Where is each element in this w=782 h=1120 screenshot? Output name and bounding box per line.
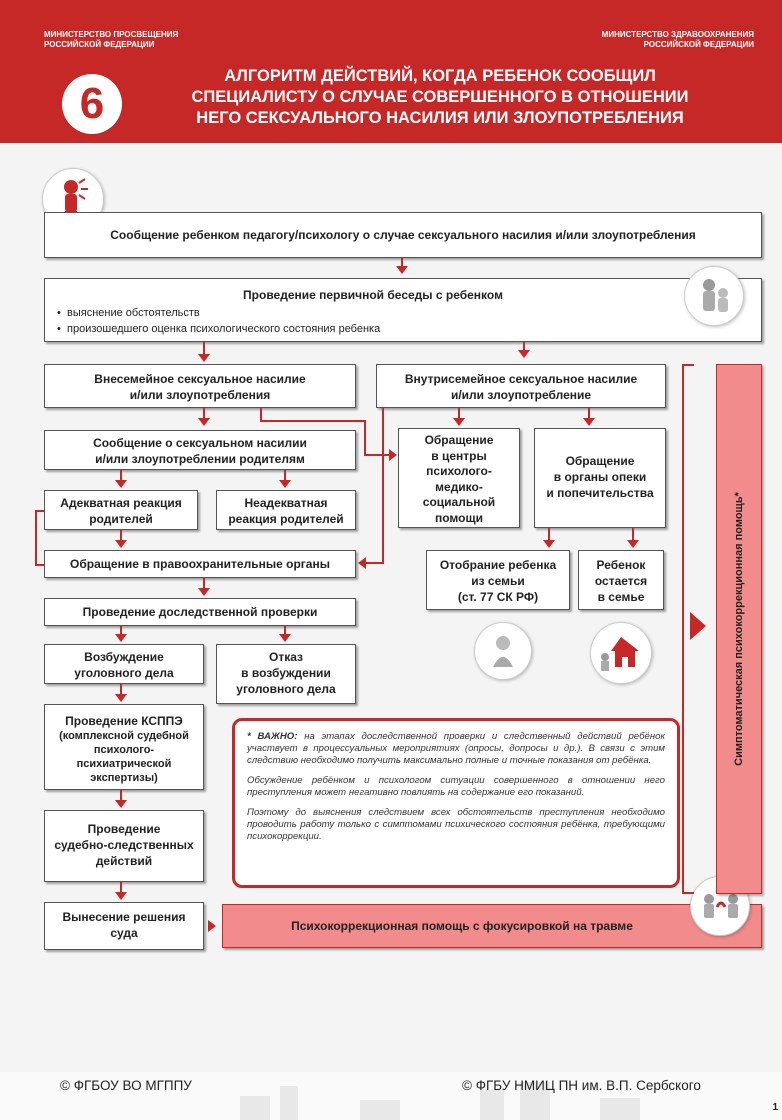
pre-investigation-box: Проведение доследственной проверки bbox=[44, 598, 356, 626]
adult-child-conversation-icon bbox=[684, 266, 744, 326]
investigative-actions-line: судебно-следственных bbox=[54, 838, 194, 852]
ministry-health-label: МИНИСТЕРСТВО ЗДРАВООХРАНЕНИЯ РОССИЙСКОЙ … bbox=[601, 30, 754, 49]
parents-report-line: Сообщение о сексуальном насилии bbox=[93, 436, 307, 450]
guardianship-line: и попечительства bbox=[546, 486, 654, 500]
case-refusal-line: Отказ bbox=[268, 650, 303, 664]
parents-report-box: Сообщение о сексуальном насилии и/или зл… bbox=[44, 430, 356, 470]
adequate-reaction-line: родителей bbox=[89, 512, 153, 526]
psych-center-line: Обращение bbox=[424, 433, 494, 447]
page-title: АЛГОРИТМ ДЕЙСТВИЙ, КОГДА РЕБЕНОК СООБЩИЛ… bbox=[140, 66, 740, 129]
trauma-focused-help-box: Психокоррекционная помощь с фокусировкой… bbox=[222, 904, 762, 948]
psych-center-line: помощи bbox=[435, 510, 483, 525]
court-verdict-box: Вынесение решения суда bbox=[44, 902, 204, 950]
interview-bullet-list: выяснение обстоятельств произошедшего оц… bbox=[55, 305, 751, 337]
note-paragraph-1: * ВАЖНО: на этапах доследственной провер… bbox=[247, 731, 665, 767]
extrafamilial-line: и/или злоупотребления bbox=[129, 388, 271, 402]
pre-investigation-text: Проведение доследственной проверки bbox=[82, 605, 318, 619]
investigative-actions-box: Проведение судебно-следственных действий bbox=[44, 810, 204, 882]
ministry-education-label: МИНИСТЕРСТВО ПРОСВЕЩЕНИЯ РОССИЙСКОЙ ФЕДЕ… bbox=[44, 30, 179, 49]
criminal-case-box: Возбуждение уголовного дела bbox=[44, 644, 204, 684]
title-line-2: СПЕЦИАЛИСТУ О СЛУЧАЕ СОВЕРШЕННОГО В ОТНО… bbox=[191, 88, 689, 106]
inadequate-reaction-box: Неадекватная реакция родителей bbox=[216, 490, 356, 530]
forensic-expertise-box: Проведение КСППЭ (комплексной судебной п… bbox=[44, 704, 204, 790]
note-paragraph-3: Поэтому до выяснения следствием всех обс… bbox=[247, 807, 665, 842]
note-paragraph-1-text: на этапах доследственной проверки и след… bbox=[247, 731, 665, 766]
law-enforcement-box: Обращение в правоохранительные органы bbox=[44, 550, 356, 578]
law-enforcement-text: Обращение в правоохранительные органы bbox=[70, 557, 330, 571]
case-refusal-box: Отказ в возбуждении уголовного дела bbox=[216, 644, 356, 704]
inadequate-reaction-line: Неадекватная bbox=[244, 496, 328, 510]
case-refusal-line: в возбуждении bbox=[241, 666, 331, 680]
investigative-actions-line: Проведение bbox=[87, 822, 161, 836]
guardianship-line: Обращение bbox=[565, 454, 635, 468]
child-removal-box: Отобрание ребенка из семьи (ст. 77 СК РФ… bbox=[426, 550, 570, 610]
psych-center-line: медико- bbox=[435, 479, 483, 494]
sad-child-icon bbox=[474, 622, 532, 680]
page-number: 1 bbox=[772, 1102, 778, 1113]
court-verdict-line: суда bbox=[110, 926, 138, 940]
note-important-label: * ВАЖНО: bbox=[247, 731, 298, 742]
extrafamilial-abuse-box: Внесемейное сексуальное насилие и/или зл… bbox=[44, 364, 356, 408]
title-line-3: НЕГО СЕКСУАЛЬНОГО НАСИЛИЯ ИЛИ ЗЛОУПОТРЕБ… bbox=[196, 109, 684, 127]
psych-center-box: Обращение в центры психолого- медико- со… bbox=[398, 428, 520, 528]
forensic-expertise-line: (комплексной судебной bbox=[59, 730, 189, 742]
child-stays-line: Ребенок bbox=[596, 558, 646, 572]
adequate-reaction-box: Адекватная реакция родителей bbox=[44, 490, 198, 530]
footer bbox=[0, 1072, 782, 1120]
case-refusal-line: уголовного дела bbox=[236, 682, 336, 696]
guardianship-box: Обращение в органы опеки и попечительств… bbox=[534, 428, 666, 528]
child-stays-box: Ребенок остается в семье bbox=[578, 550, 664, 610]
forensic-expertise-line: Проведение КСППЭ bbox=[65, 714, 183, 728]
forensic-expertise-line: психолого-психиатрической bbox=[76, 744, 172, 770]
forensic-expertise-line: экспертизы) bbox=[90, 772, 158, 784]
inadequate-reaction-line: реакция родителей bbox=[228, 512, 344, 526]
interview-bullet-item: выяснение обстоятельств bbox=[55, 305, 751, 321]
primary-interview-title: Проведение первичной беседы с ребенком bbox=[243, 288, 503, 302]
symptomatic-help-text: Симптоматическая психокоррекционная помо… bbox=[733, 492, 745, 766]
note-paragraph-2: Обсуждение ребёнком и психологом ситуаци… bbox=[247, 775, 665, 798]
step-number-badge: 6 bbox=[62, 74, 122, 134]
criminal-case-line: уголовного дела bbox=[74, 666, 174, 680]
child-removal-line: из семьи bbox=[471, 574, 525, 588]
title-line-1: АЛГОРИТМ ДЕЙСТВИЙ, КОГДА РЕБЕНОК СООБЩИЛ bbox=[224, 67, 656, 85]
investigative-actions-line: действий bbox=[95, 854, 153, 868]
intrafamilial-line: Внутрисемейное сексуальное насилие bbox=[404, 372, 638, 386]
parents-report-line: и/или злоупотреблении родителям bbox=[95, 452, 305, 466]
adequate-reaction-line: Адекватная реакция bbox=[60, 496, 182, 510]
child-report-text: Сообщение ребенком педагогу/психологу о … bbox=[110, 228, 696, 242]
symptomatic-help-bar: Симптоматическая психокоррекционная помо… bbox=[716, 364, 762, 894]
header-banner: МИНИСТЕРСТВО ПРОСВЕЩЕНИЯ РОССИЙСКОЙ ФЕДЕ… bbox=[0, 0, 782, 143]
extrafamilial-line: Внесемейное сексуальное насилие bbox=[94, 372, 306, 386]
primary-interview-box: Проведение первичной беседы с ребенком в… bbox=[44, 278, 762, 342]
guardianship-line: в органы опеки bbox=[553, 470, 647, 484]
family-home-icon bbox=[590, 622, 652, 684]
child-stays-line: в семье bbox=[597, 590, 645, 604]
child-removal-line: (ст. 77 СК РФ) bbox=[457, 590, 539, 604]
child-removal-line: Отобрание ребенка bbox=[439, 558, 557, 572]
child-stays-line: остается bbox=[594, 574, 648, 588]
criminal-case-line: Возбуждение bbox=[84, 650, 164, 664]
psych-center-line: социальной bbox=[422, 495, 496, 509]
intrafamilial-line: и/или злоупотребление bbox=[450, 388, 592, 402]
psych-center-line: психолого- bbox=[426, 464, 492, 478]
child-report-box: Сообщение ребенком педагогу/психологу о … bbox=[44, 212, 762, 258]
court-verdict-line: Вынесение решения bbox=[62, 910, 186, 924]
footer-copyright-left: © ФГБОУ ВО МГППУ bbox=[60, 1078, 192, 1093]
psych-center-line: в центры bbox=[431, 448, 487, 463]
footer-copyright-right: © ФГБУ НМИЦ ПН им. В.П. Сербского bbox=[462, 1078, 701, 1093]
important-note: * ВАЖНО: на этапах доследственной провер… bbox=[232, 718, 680, 888]
interview-bullet-item: произошедшего оценка психологического со… bbox=[55, 321, 751, 337]
intrafamilial-abuse-box: Внутрисемейное сексуальное насилие и/или… bbox=[376, 364, 666, 408]
trauma-focused-help-text: Психокоррекционная помощь с фокусировкой… bbox=[291, 919, 633, 933]
